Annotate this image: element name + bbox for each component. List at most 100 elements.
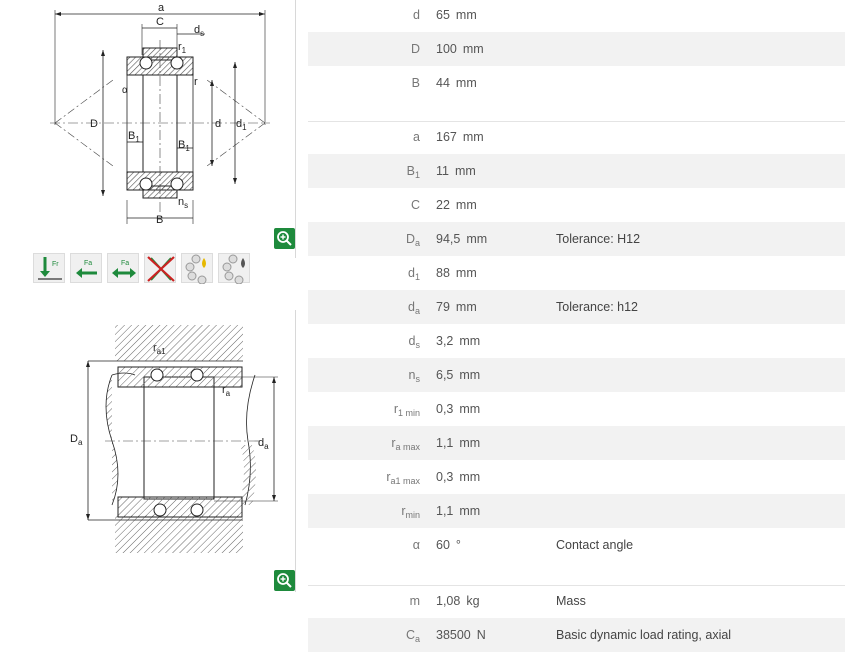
row-label: ns bbox=[308, 358, 420, 396]
row-label-symbol: r bbox=[391, 436, 396, 450]
label-d1-sub: 1 bbox=[242, 123, 247, 132]
value-unit: mm bbox=[455, 76, 477, 90]
row-label: Da bbox=[308, 222, 420, 260]
value-number: 38500 bbox=[436, 628, 471, 642]
row-label: r1 min bbox=[308, 392, 420, 430]
value-number: 3,2 bbox=[436, 334, 454, 348]
row-label-subscript: a max bbox=[395, 442, 420, 452]
value-number: 22 bbox=[436, 198, 450, 212]
label-B1b-sub: 1 bbox=[185, 144, 190, 153]
row-label-symbol: r bbox=[401, 504, 406, 518]
value-unit: kg bbox=[466, 594, 480, 608]
label-ra-sub: a bbox=[226, 389, 231, 398]
row-note: Contact angle bbox=[556, 538, 634, 552]
zoom-button-bottom[interactable] bbox=[274, 570, 295, 591]
svg-text:B1: B1 bbox=[128, 130, 140, 144]
label-ns: n bbox=[178, 196, 184, 208]
row-label: ra1 max bbox=[308, 460, 420, 498]
value-unit: mm bbox=[454, 164, 476, 178]
label-da: d bbox=[258, 437, 264, 449]
group-separator bbox=[308, 585, 845, 586]
svg-text:r1: r1 bbox=[178, 41, 187, 55]
row-label: α bbox=[308, 528, 420, 566]
row-value: 94,5 mm bbox=[436, 222, 487, 256]
label-d: d bbox=[215, 118, 221, 130]
label-r1-sub: 1 bbox=[182, 46, 187, 55]
axial-load-both-directions-icon: Fa bbox=[107, 253, 139, 283]
row-label: ra max bbox=[308, 426, 420, 464]
svg-text:ns: ns bbox=[178, 196, 188, 210]
label-B: B bbox=[156, 214, 163, 226]
row-label-symbol: d bbox=[413, 8, 420, 22]
row-label: d1 bbox=[308, 256, 420, 294]
divider bbox=[295, 310, 296, 592]
label-Da-sub: a bbox=[78, 438, 83, 447]
row-note: Mass bbox=[556, 594, 586, 608]
row-label-symbol: B bbox=[406, 164, 415, 178]
value-number: 100 bbox=[436, 42, 457, 56]
row-label: ds bbox=[308, 324, 420, 362]
zoom-button-top[interactable] bbox=[274, 228, 295, 249]
value-number: 1,1 bbox=[436, 436, 454, 450]
mounting-dimension-drawing: ra1 ra Da da bbox=[70, 325, 278, 553]
value-unit: mm bbox=[459, 436, 481, 450]
value-unit: mm bbox=[459, 470, 481, 484]
row-label: m bbox=[308, 584, 420, 622]
drawings-panel: a C ds r1 r α D B1 B1 d d1 ns B Fr Fa Fa bbox=[0, 0, 296, 646]
radial-load-icon: Fr bbox=[33, 253, 65, 283]
row-label-subscript: a bbox=[414, 238, 420, 248]
row-label-symbol: D bbox=[410, 42, 420, 56]
divider bbox=[295, 0, 296, 258]
label-r: r bbox=[194, 76, 198, 88]
value-number: 60 bbox=[436, 538, 450, 552]
row-label: B1 bbox=[308, 154, 420, 192]
value-unit: mm bbox=[462, 130, 484, 144]
value-number: 94,5 bbox=[436, 232, 461, 246]
row-label-symbol: r bbox=[393, 402, 398, 416]
value-unit: mm bbox=[459, 504, 481, 518]
value-unit: ° bbox=[455, 538, 461, 552]
row-label-subscript: 1 min bbox=[397, 408, 420, 418]
value-number: 44 bbox=[436, 76, 450, 90]
label-ra1-sub: a1 bbox=[157, 347, 166, 356]
row-label-subscript: a bbox=[414, 634, 420, 644]
value-unit: mm bbox=[466, 232, 488, 246]
row-label-symbol: n bbox=[408, 368, 416, 382]
value-unit: mm bbox=[455, 8, 477, 22]
label-r1: r bbox=[178, 41, 182, 53]
value-number: 79 bbox=[436, 300, 450, 314]
row-label-symbol: C bbox=[410, 198, 420, 212]
no-misalignment-icon bbox=[144, 253, 176, 283]
value-unit: mm bbox=[459, 334, 481, 348]
label-d1: d bbox=[236, 118, 242, 130]
svg-text:d1: d1 bbox=[236, 118, 247, 132]
svg-text:ra: ra bbox=[222, 384, 231, 398]
group-separator bbox=[308, 121, 845, 122]
row-label-subscript: s bbox=[415, 374, 421, 384]
label-Da: D bbox=[70, 433, 78, 445]
lubrication-grease-icon bbox=[181, 253, 213, 284]
label-B1b: B bbox=[178, 139, 185, 151]
svg-text:ds: ds bbox=[194, 24, 204, 38]
magnifier-plus-icon bbox=[277, 573, 292, 588]
row-label: D bbox=[308, 32, 420, 70]
row-label-symbol: d bbox=[408, 334, 416, 348]
svg-text:Da: Da bbox=[70, 433, 83, 447]
